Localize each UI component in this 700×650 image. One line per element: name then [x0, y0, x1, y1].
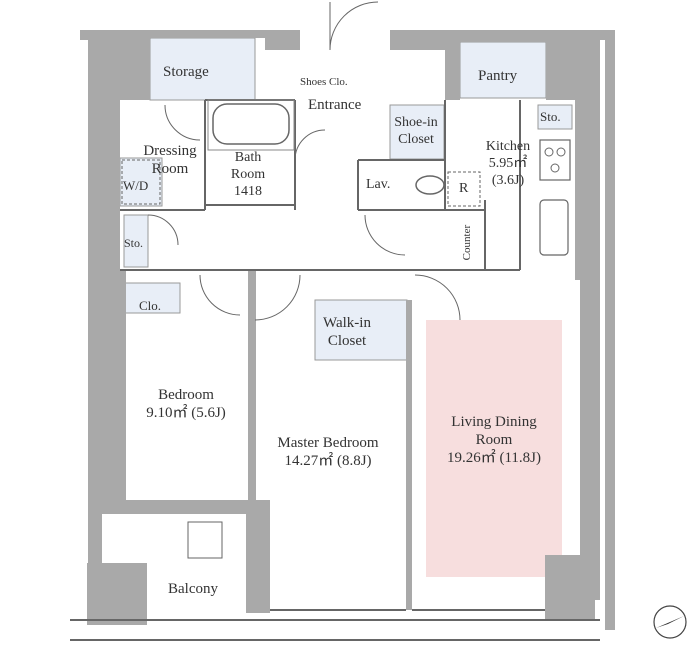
- kitchen-label: Kitchen 5.95㎡ (3.6J): [485, 139, 531, 188]
- balcony-furniture: [187, 521, 223, 559]
- north-arrow-icon: [653, 605, 687, 639]
- storage-areas: [119, 37, 573, 361]
- shoe-in-closet-label: Shoe-in Closet: [394, 115, 438, 147]
- bath-room-label: Bath Room 1418: [230, 150, 266, 199]
- bedroom-label: Bedroom 9.10㎡ (5.6J): [146, 387, 226, 421]
- refrigerator-label: R: [459, 181, 469, 196]
- pantry-label: Pantry: [478, 68, 518, 84]
- bathtub-icon: [212, 103, 290, 145]
- walls: [80, 30, 615, 630]
- closet-label: Clo.: [139, 298, 162, 313]
- stove-icon: [539, 139, 571, 181]
- kitchen-storage-label: Sto.: [540, 109, 561, 124]
- master-bedroom-label: Master Bedroom 14.27㎡ (8.8J): [277, 435, 379, 469]
- counter-label: Counter: [461, 224, 474, 261]
- toilet-icon: [415, 175, 445, 195]
- living-dining-label: Living Dining Room 19.26㎡ (11.8J): [446, 414, 542, 466]
- entrance-label: Entrance: [308, 97, 362, 113]
- storage-small-label: Sto.: [124, 236, 144, 250]
- balcony-label: Balcony: [168, 581, 218, 597]
- dressing-room-label: Dressing Room: [143, 143, 197, 177]
- washer-dryer-icon: [121, 159, 161, 205]
- shoes-closet-label: Shoes Clo.: [300, 76, 348, 88]
- storage-label: Storage: [163, 64, 209, 80]
- partitions: [70, 99, 600, 641]
- kitchen-sink-icon: [539, 199, 569, 256]
- living-dining-highlight: [426, 320, 562, 577]
- walk-in-closet-label: Walk-in Closet: [323, 315, 371, 349]
- lavatory-label: Lav.: [366, 177, 391, 192]
- door-swings: [147, 1, 461, 321]
- washer-dryer-label: W/D: [123, 178, 149, 193]
